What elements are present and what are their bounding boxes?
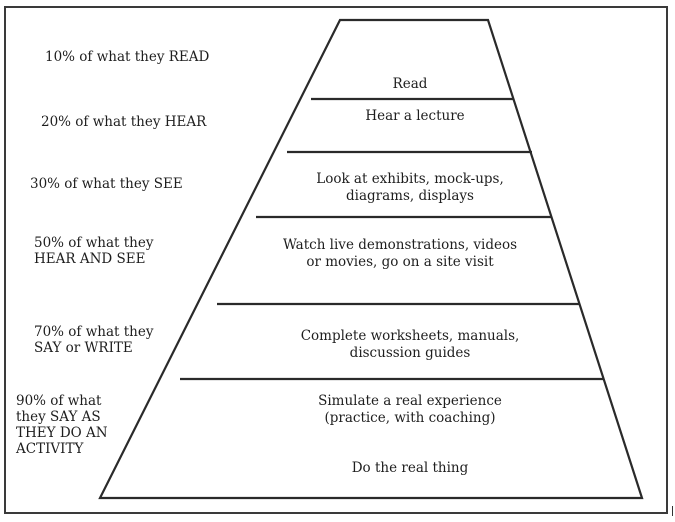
retention-label-hear-and-see-text: 50% of what they HEAR AND SEE [34,235,154,267]
tier-look-at-exhibits-text: Look at exhibits, mock-ups, diagrams, di… [316,171,504,204]
tier-complete-worksheets: Complete worksheets, manuals, discussion… [260,328,560,362]
tier-watch-demonstrations-text: Watch live demonstrations, videos or mov… [282,237,518,270]
tier-do-the-real-thing: Do the real thing [351,460,469,476]
tier-simulate-experience: Simulate a real experience (practice, wi… [260,393,560,427]
tier-simulate-experience-text: Simulate a real experience (practice, wi… [318,393,502,426]
tier-read: Read [392,76,428,92]
cone-outline [98,18,644,500]
retention-label-see: 30% of what they SEE [30,176,183,192]
retention-label-hear: 20% of what they HEAR [41,114,207,130]
tier-complete-worksheets-text: Complete worksheets, manuals, discussion… [300,328,520,361]
retention-label-say-or-write-text: 70% of what they SAY or WRITE [34,324,154,356]
diagram-frame [4,6,668,514]
tier-watch-demonstrations: Watch live demonstrations, videos or mov… [250,237,550,271]
tier-hear-a-lecture: Hear a lecture [365,108,465,124]
retention-label-read: 10% of what they READ [45,49,210,65]
retention-label-hear-and-see: 50% of what they HEAR AND SEE [34,235,153,267]
text-cursor-mark [672,506,673,516]
retention-label-activity: 90% of what they SAY AS THEY DO AN ACTIV… [16,393,108,457]
retention-label-say-or-write: 70% of what they SAY or WRITE [34,324,153,356]
retention-label-activity-text: 90% of what they SAY AS THEY DO AN ACTIV… [16,393,108,457]
tier-look-at-exhibits: Look at exhibits, mock-ups, diagrams, di… [290,171,530,205]
